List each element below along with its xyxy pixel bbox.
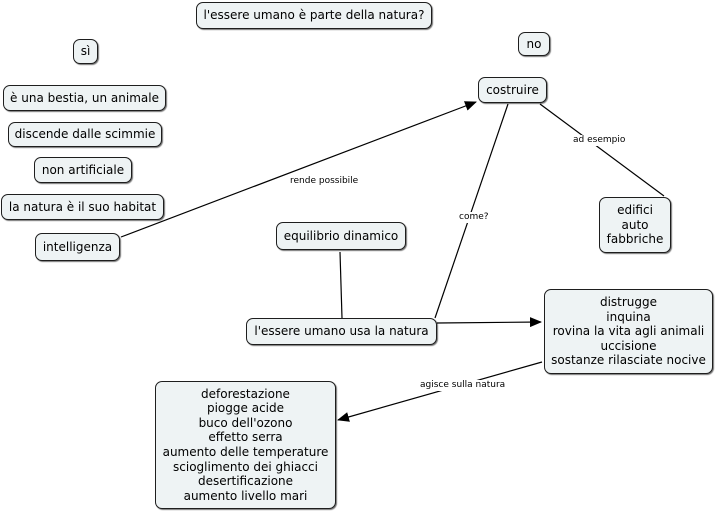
link-intelligenza-costruire xyxy=(120,101,477,238)
link-label-rende-possibile: rende possibile xyxy=(288,176,361,187)
node-bestia[interactable]: è una bestia, un animale xyxy=(3,85,166,111)
node-scimmie[interactable]: discende dalle scimmie xyxy=(8,122,162,147)
node-effetti-line: deforestazione xyxy=(201,386,290,401)
node-equilibrio[interactable]: equilibrio dinamico xyxy=(276,222,406,250)
link-label-come: come? xyxy=(457,212,491,223)
link-label-agisce: agisce sulla natura xyxy=(418,380,508,391)
link-equilibrio-usa xyxy=(339,251,343,319)
link-usa-distrugge xyxy=(436,317,542,328)
node-habitat[interactable]: la natura è il suo habitat xyxy=(1,194,164,220)
node-effetti-line: aumento livello mari xyxy=(183,488,308,503)
node-si[interactable]: sì xyxy=(73,39,98,64)
node-distrugge-line: sostanze rilasciate nocive xyxy=(551,353,706,368)
node-edifici-line: edifici xyxy=(617,203,653,218)
node-intelligenza[interactable]: intelligenza xyxy=(35,233,120,261)
node-non-artificiale[interactable]: non artificiale xyxy=(34,157,132,183)
node-distrugge-line: inquina xyxy=(606,309,651,324)
link-distrugge-effetti xyxy=(337,361,543,422)
node-effetti-line: desertificazione xyxy=(197,474,294,489)
node-effetti-line: piogge acide xyxy=(206,401,284,416)
link-costruire-edifici xyxy=(539,103,665,197)
node-distrugge-line: distrugge xyxy=(599,295,658,310)
node-effetti-line: scioglimento dei ghiacci xyxy=(173,459,318,474)
node-distrugge-line: uccisione xyxy=(600,338,657,353)
node-question[interactable]: l'essere umano è parte della natura? xyxy=(196,2,432,29)
link-label-ad-esempio: ad esempio xyxy=(571,135,628,146)
node-costruire[interactable]: costruire xyxy=(478,77,547,103)
node-effetti-line: aumento delle temperature xyxy=(162,445,329,459)
node-effetti[interactable]: deforestazione piogge acide buco dell'oz… xyxy=(155,381,336,509)
node-distrugge[interactable]: distrugge inquina rovina la vita agli an… xyxy=(544,289,713,374)
node-edifici[interactable]: edifici auto fabbriche xyxy=(599,197,671,253)
node-usa-natura[interactable]: l'essere umano usa la natura xyxy=(246,318,437,345)
node-no[interactable]: no xyxy=(518,32,550,56)
node-edifici-line: auto xyxy=(621,217,649,232)
link-usa-costruire xyxy=(434,103,509,319)
node-effetti-line: effetto serra xyxy=(208,430,283,445)
node-distrugge-line: rovina la vita agli animali xyxy=(552,324,705,339)
node-edifici-line: fabbriche xyxy=(606,232,664,247)
node-effetti-line: buco dell'ozono xyxy=(198,415,293,430)
